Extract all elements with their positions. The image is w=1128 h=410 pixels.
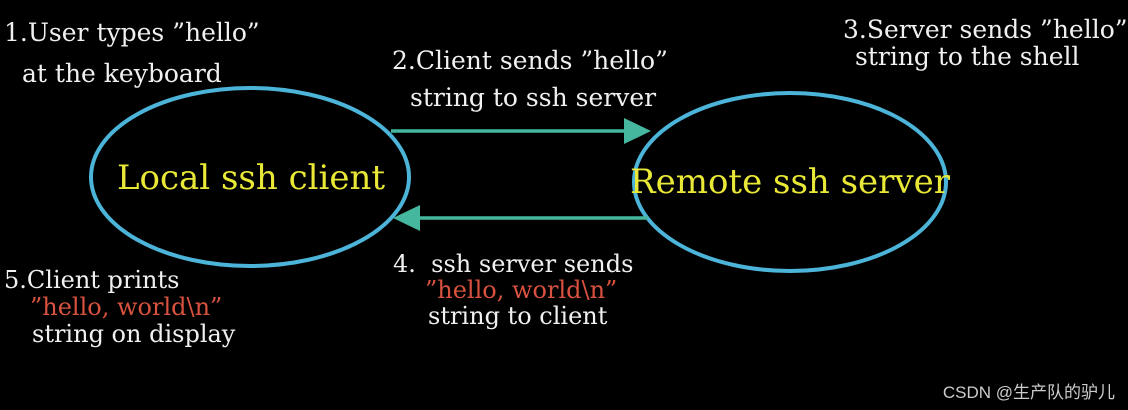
csdn-watermark: CSDN @生产队的驴儿 (942, 383, 1115, 402)
step1-line1: 1.User types ”hello” (4, 18, 260, 47)
step3-line2: string to the shell (855, 42, 1080, 71)
step4-line1: 4. ssh server sends (393, 250, 634, 278)
annotation-step2: 2.Client sends ”hello” string to ssh ser… (392, 42, 668, 116)
step5-line1: 5.Client prints (4, 266, 180, 294)
remote-ssh-server-ellipse (632, 91, 948, 273)
server-to-client-arrow (393, 205, 648, 231)
step2-line1: 2.Client sends ”hello” (392, 46, 668, 75)
annotation-step5: 5.Client prints ”hello, world\n” string … (4, 267, 235, 348)
step4-line3: string to client (428, 302, 608, 330)
client-to-server-arrow-head-icon (624, 118, 651, 144)
annotation-step1: 1.User types ”hello” at the keyboard (4, 12, 260, 94)
step2-line2: string to ssh server (410, 83, 657, 112)
client-to-server-arrow (391, 118, 651, 144)
step5-highlight-string: ”hello, world\n” (30, 293, 223, 321)
step5-line3: string on display (32, 320, 236, 348)
annotation-step3: 3.Server sends ”hello” string to the she… (843, 16, 1128, 70)
annotation-step4: 4. ssh server sends ”hello, world\n” str… (393, 251, 633, 329)
step4-highlight-string: ”hello, world\n” (425, 276, 618, 304)
step1-line2: at the keyboard (22, 59, 222, 88)
local-ssh-client-ellipse (89, 86, 411, 268)
remote-ssh-server-label: Remote ssh server (629, 162, 951, 202)
server-to-client-arrow-head-icon (393, 205, 420, 231)
local-ssh-client-label: Local ssh client (116, 158, 386, 198)
step3-line1: 3.Server sends ”hello” (843, 15, 1128, 44)
